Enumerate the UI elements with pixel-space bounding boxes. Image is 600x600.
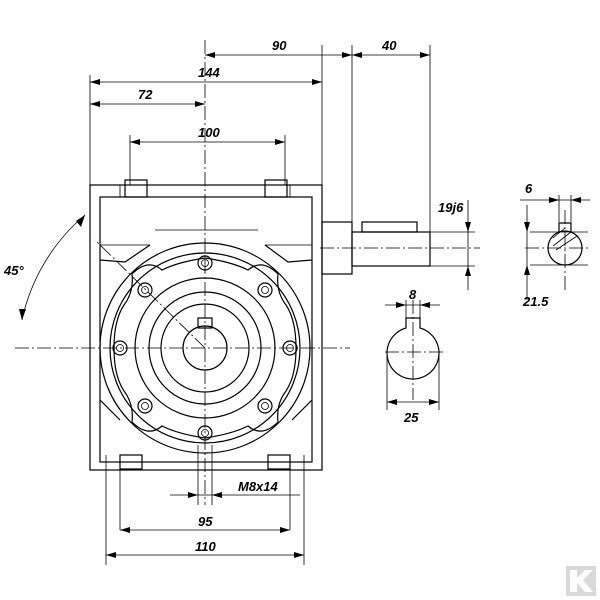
dim-m8x14-label: M8x14: [238, 479, 279, 494]
center-lines: [15, 40, 590, 505]
dimension-labels: 90 40 144 72 100 19j6 6 21.5 8 25 45° M8…: [3, 38, 549, 554]
dim-144-label: 144: [198, 65, 220, 80]
dim-72-label: 72: [138, 87, 153, 102]
bolt-hole: [257, 398, 273, 414]
bolt-hole: [197, 425, 213, 441]
dim-100-label: 100: [198, 125, 220, 140]
dim-45-angle-label: 45°: [3, 263, 24, 278]
dim-21-5-label: 21.5: [522, 294, 549, 309]
input-shaft: [321, 221, 431, 275]
dimension-lines: [19, 52, 590, 558]
dim-25-label: 25: [403, 410, 419, 425]
dim-110-label: 110: [195, 539, 216, 554]
bolt-hole: [137, 282, 153, 298]
dim-40-label: 40: [381, 38, 397, 53]
housing-outline: [89, 179, 323, 471]
dim-95-label: 95: [198, 514, 213, 529]
extension-lines: [89, 45, 588, 565]
kramp-logo-icon: [566, 566, 596, 596]
dim-90-label: 90: [272, 38, 287, 53]
bolt-hole: [137, 398, 153, 414]
bolt-hole: [257, 282, 273, 298]
dim-8-label: 8: [409, 287, 417, 302]
dim-6-label: 6: [525, 181, 533, 196]
bore-section-view: [386, 317, 440, 380]
bolt-holes: [112, 255, 298, 441]
bolt-hole: [282, 340, 298, 356]
output-flange: [99, 242, 311, 454]
bolt-hole: [197, 255, 213, 271]
dim-19j6-label: 19j6: [438, 200, 464, 215]
bolt-hole: [112, 340, 128, 356]
